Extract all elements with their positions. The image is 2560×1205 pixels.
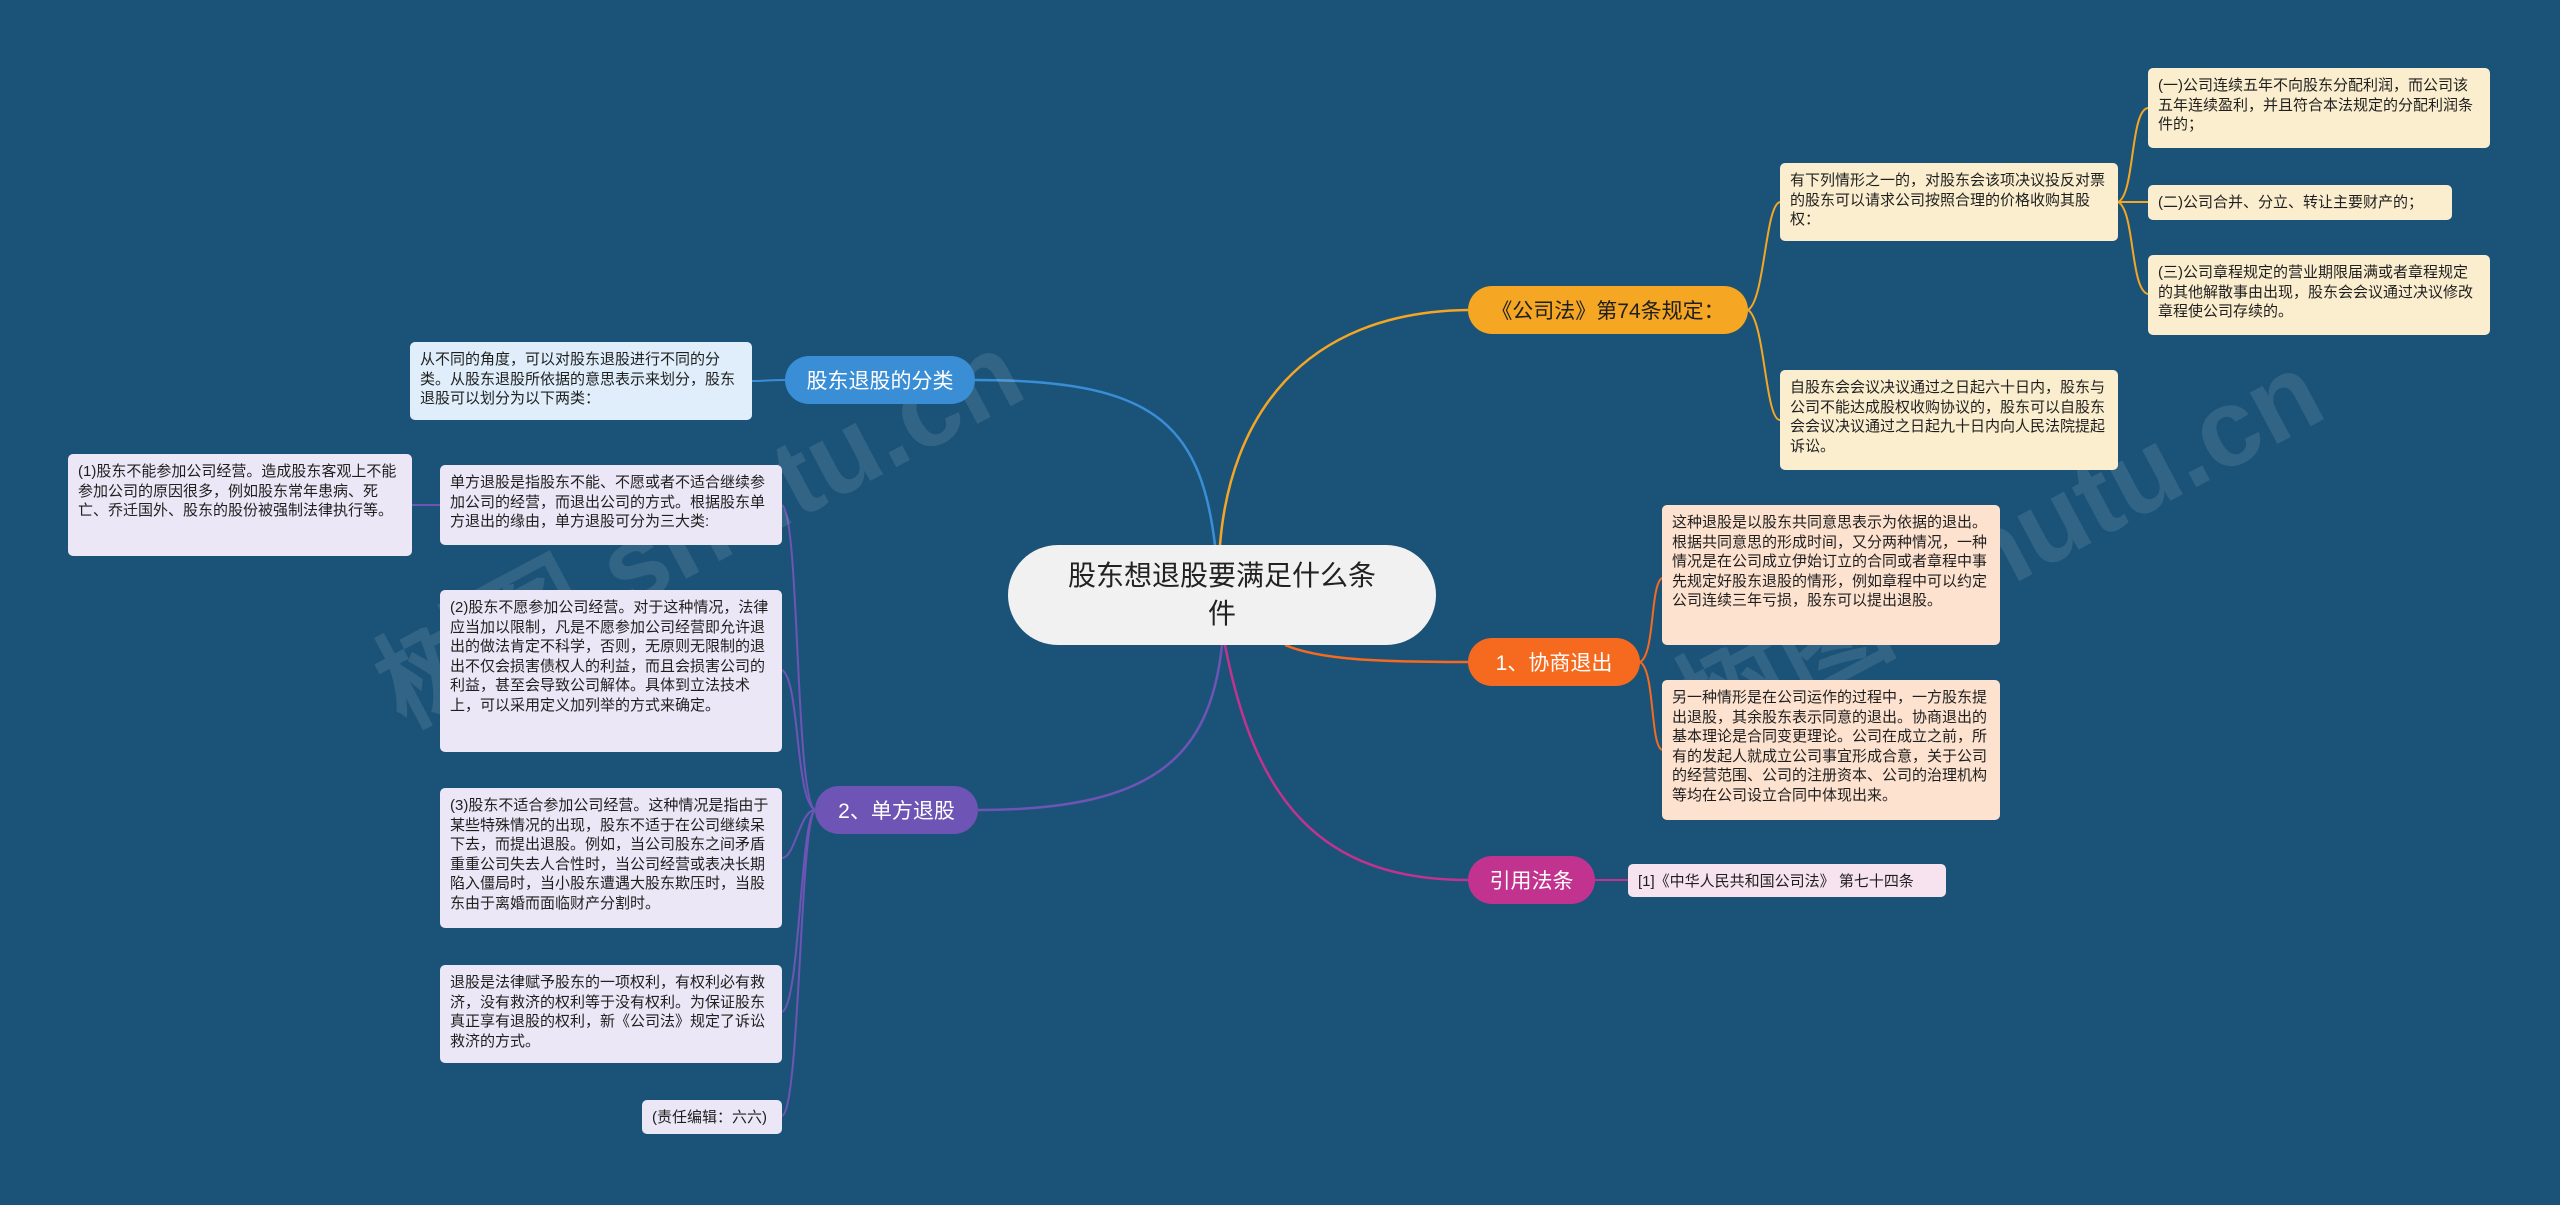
negotiate-item-1-card[interactable]: 这种退股是以股东共同意思表示为依据的退出。根据共同意思的形成时间，又分两种情况，… xyxy=(1662,505,2000,645)
editor-note-card[interactable]: (责任编辑：六六) xyxy=(642,1100,782,1134)
link-intro-item3 xyxy=(2117,201,2149,295)
editor-note-text: (责任编辑：六六) xyxy=(652,1109,767,1126)
link-root-unilateral xyxy=(977,644,1224,812)
law74-item-1-card[interactable]: (一)公司连续五年不向股东分配利润，而公司该五年连续盈利，并且符合本法规定的分配… xyxy=(2148,68,2490,148)
classify-text: 从不同的角度，可以对股东退股进行不同的分类。从股东退股所依据的意思表示来划分，股… xyxy=(420,351,736,407)
link-negotiate-item2 xyxy=(1639,661,1663,751)
link-unilateral-reason2 xyxy=(781,669,816,811)
unilateral-intro-card[interactable]: 单方退股是指股东不能、不愿或者不适合继续参加公司的经营，而退出公司的方式。根据股… xyxy=(440,465,782,545)
branch-law74-label: 《公司法》第74条规定： xyxy=(1491,300,1725,323)
unilateral-intro-text: 单方退股是指股东不能、不愿或者不适合继续参加公司的经营，而退出公司的方式。根据股… xyxy=(450,474,766,530)
unilateral-reason-1-text: (1)股东不能参加公司经营。造成股东客观上不能参加公司的原因很多，例如股东常年患… xyxy=(78,463,397,519)
link-root-classify xyxy=(974,378,1217,546)
root-topic[interactable]: 股东想退股要满足什么条件 xyxy=(1008,545,1436,645)
law74-item-2-card[interactable]: (二)公司合并、分立、转让主要财产的； xyxy=(2148,185,2452,220)
negotiate-item-1-text: 这种退股是以股东共同意思表示为依据的退出。根据共同意思的形成时间，又分两种情况，… xyxy=(1672,514,1988,609)
branch-classify[interactable]: 股东退股的分类 xyxy=(785,356,975,404)
classify-text-card[interactable]: 从不同的角度，可以对股东退股进行不同的分类。从股东退股所依据的意思表示来划分，股… xyxy=(410,342,752,420)
law74-item-3-card[interactable]: (三)公司章程规定的营业期限届满或者章程规定的其他解散事由出现，股东会会议通过决… xyxy=(2148,255,2490,335)
negotiate-item-2-card[interactable]: 另一种情形是在公司运作的过程中，一方股东提出退股，其余股东表示同意的退出。协商退… xyxy=(1662,680,2000,820)
root-title: 股东想退股要满足什么条件 xyxy=(1068,560,1377,629)
link-root-law74 xyxy=(1218,308,1469,546)
unilateral-remedy-text: 退股是法律赋予股东的一项权利，有权利必有救济，没有救济的权利等于没有权利。为保证… xyxy=(450,974,766,1050)
law74-item-1-text: (一)公司连续五年不向股东分配利润，而公司该五年连续盈利，并且符合本法规定的分配… xyxy=(2158,77,2474,133)
law74-note-card[interactable]: 自股东会会议决议通过之日起六十日内，股东与公司不能达成股权收购协议的，股东可以自… xyxy=(1780,370,2118,470)
unilateral-reason-3-text: (3)股东不适合参加公司经营。这种情况是指由于某些特殊情况的出现，股东不适于在公… xyxy=(450,797,769,912)
law74-intro-text: 有下列情形之一的，对股东会该项决议投反对票的股东可以请求公司按照合理的价格收购其… xyxy=(1790,172,2106,228)
branch-negotiate-label: 1、协商退出 xyxy=(1495,652,1613,675)
unilateral-remedy-card[interactable]: 退股是法律赋予股东的一项权利，有权利必有救济，没有救济的权利等于没有权利。为保证… xyxy=(440,965,782,1063)
branch-law74[interactable]: 《公司法》第74条规定： xyxy=(1468,286,1748,334)
law74-item-3-text: (三)公司章程规定的营业期限届满或者章程规定的其他解散事由出现，股东会会议通过决… xyxy=(2158,264,2474,320)
branch-classify-label: 股东退股的分类 xyxy=(806,370,954,393)
law74-item-2-text: (二)公司合并、分立、转让主要财产的； xyxy=(2158,194,2423,211)
unilateral-reason-1-card[interactable]: (1)股东不能参加公司经营。造成股东客观上不能参加公司的原因很多，例如股东常年患… xyxy=(68,454,412,556)
branch-unilateral-label: 2、单方退股 xyxy=(838,800,955,823)
link-unilateral-editor xyxy=(781,809,816,1117)
link-law74-note xyxy=(1747,309,1781,421)
unilateral-reason-3-card[interactable]: (3)股东不适合参加公司经营。这种情况是指由于某些特殊情况的出现，股东不适于在公… xyxy=(440,788,782,928)
branch-cite-label: 引用法条 xyxy=(1489,870,1574,893)
law74-intro-card[interactable]: 有下列情形之一的，对股东会该项决议投反对票的股东可以请求公司按照合理的价格收购其… xyxy=(1780,163,2118,241)
link-law74-intro xyxy=(1747,201,1781,311)
cite-ref-text: [1]《中华人民共和国公司法》 第七十四条 xyxy=(1638,873,1914,890)
link-root-negotiate xyxy=(1284,643,1469,664)
link-unilateral-reason3 xyxy=(781,809,816,859)
branch-cite[interactable]: 引用法条 xyxy=(1468,856,1595,904)
unilateral-reason-2-card[interactable]: (2)股东不愿参加公司经营。对于这种情况，法律应当加以限制，凡是不愿参加公司经营… xyxy=(440,590,782,752)
link-negotiate-item1 xyxy=(1639,577,1663,663)
link-classify-text xyxy=(751,379,786,382)
branch-unilateral[interactable]: 2、单方退股 xyxy=(815,786,978,834)
link-intro-item1 xyxy=(2117,107,2149,203)
unilateral-reason-2-text: (2)股东不愿参加公司经营。对于这种情况，法律应当加以限制，凡是不愿参加公司经营… xyxy=(450,599,769,714)
negotiate-item-2-text: 另一种情形是在公司运作的过程中，一方股东提出退股，其余股东表示同意的退出。协商退… xyxy=(1672,689,1988,804)
link-unilateral-intro xyxy=(781,504,816,811)
branch-negotiate[interactable]: 1、协商退出 xyxy=(1468,638,1640,686)
law74-note-text: 自股东会会议决议通过之日起六十日内，股东与公司不能达成股权收购协议的，股东可以自… xyxy=(1790,379,2106,455)
cite-ref-card[interactable]: [1]《中华人民共和国公司法》 第七十四条 xyxy=(1628,864,1946,897)
link-root-cite xyxy=(1223,644,1469,882)
